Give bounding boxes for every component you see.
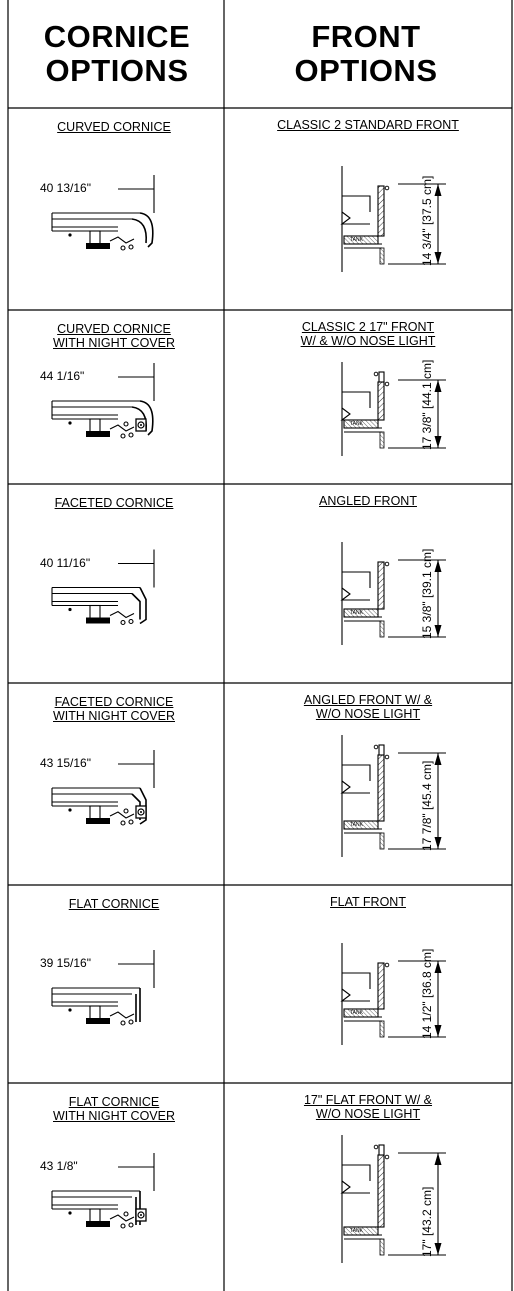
cornice-header-line-1: CORNICE <box>43 19 191 54</box>
cornice-caption-line: WITH NIGHT COVER <box>53 336 175 350</box>
front-dimension-label: 14 1/2" [36.8 cm] <box>420 948 434 1039</box>
front-dimension-label: 17 7/8" [45.4 cm] <box>420 760 434 851</box>
cornice-drawing <box>51 1153 155 1229</box>
cornice-drawing <box>51 549 155 626</box>
cornice-options-header: CORNICE OPTIONS <box>12 20 222 88</box>
cornice-dimension-label: 43 1/8" <box>40 1159 78 1173</box>
tank-label: TANK <box>350 237 363 243</box>
front-drawing <box>340 362 446 456</box>
cornice-caption-line: WITH NIGHT COVER <box>53 709 175 723</box>
front-caption-line: ANGLED FRONT <box>319 494 417 508</box>
cornice-caption-line: FACETED CORNICE <box>54 496 174 510</box>
front-caption-line: W/O NOSE LIGHT <box>315 707 421 721</box>
front-drawing <box>340 943 446 1045</box>
front-caption-line: CLASSIC 2 17" FRONT <box>301 320 435 334</box>
front-drawing <box>340 735 446 857</box>
cornice-caption: FLAT CORNICE <box>8 897 220 911</box>
tank-label: TANK <box>350 1010 363 1016</box>
cornice-dimension-label: 39 15/16" <box>40 956 91 970</box>
front-header-line-1: FRONT <box>311 19 421 54</box>
front-caption: FLAT FRONT <box>224 895 512 909</box>
front-caption-line: W/O NOSE LIGHT <box>315 1107 421 1121</box>
cornice-dimension-label: 43 15/16" <box>40 756 91 770</box>
front-dimension-label: 15 3/8" [39.1 cm] <box>420 548 434 639</box>
tank-label: TANK <box>350 1228 363 1234</box>
cornice-drawing <box>51 750 155 826</box>
cornice-dimension-label: 40 13/16" <box>40 181 91 195</box>
front-header-line-2: OPTIONS <box>294 53 438 88</box>
front-dimension-label: 14 3/4" [37.5 cm] <box>420 175 434 266</box>
cornice-drawing <box>51 175 155 251</box>
cornice-dimension-label: 44 1/16" <box>40 369 85 383</box>
front-options-header: FRONT OPTIONS <box>228 20 504 88</box>
front-caption: ANGLED FRONT W/ &W/O NOSE LIGHT <box>224 693 512 721</box>
cornice-header-line-2: OPTIONS <box>45 53 189 88</box>
front-caption: CLASSIC 2 STANDARD FRONT <box>224 118 512 132</box>
cornice-caption-line: CURVED CORNICE <box>57 322 171 336</box>
cornice-caption: FACETED CORNICE <box>8 496 220 510</box>
cornice-caption-line: WITH NIGHT COVER <box>53 1109 175 1123</box>
front-caption-line: 17" FLAT FRONT W/ & <box>303 1093 433 1107</box>
cornice-dimension-label: 40 11/16" <box>40 555 91 570</box>
front-caption-line: ANGLED FRONT W/ & <box>303 693 433 707</box>
front-dimension-label: 17 3/8" [44.1 cm] <box>420 359 434 450</box>
cornice-drawing <box>51 950 155 1026</box>
tank-label: TANK <box>350 610 363 616</box>
tank-label: TANK <box>350 421 363 427</box>
cornice-caption: CURVED CORNICE <box>8 120 220 134</box>
tank-label: TANK <box>350 822 363 828</box>
front-caption: ANGLED FRONT <box>224 494 512 508</box>
front-dimension-label: 17" [43.2 cm] <box>420 1186 434 1257</box>
front-caption-line: CLASSIC 2 STANDARD FRONT <box>277 118 459 132</box>
cornice-caption-line: FLAT CORNICE <box>68 1095 160 1109</box>
front-drawing <box>340 542 446 645</box>
front-caption: 17" FLAT FRONT W/ &W/O NOSE LIGHT <box>224 1093 512 1121</box>
cornice-caption-line: CURVED CORNICE <box>57 120 171 134</box>
front-drawing <box>340 1135 446 1263</box>
cornice-drawing <box>51 363 155 439</box>
front-caption-line: W/ & W/O NOSE LIGHT <box>300 334 436 348</box>
front-caption-line: FLAT FRONT <box>330 895 406 909</box>
cornice-caption-line: FLAT CORNICE <box>68 897 160 911</box>
front-drawing <box>340 166 446 272</box>
cornice-caption-line: FACETED CORNICE <box>54 695 174 709</box>
